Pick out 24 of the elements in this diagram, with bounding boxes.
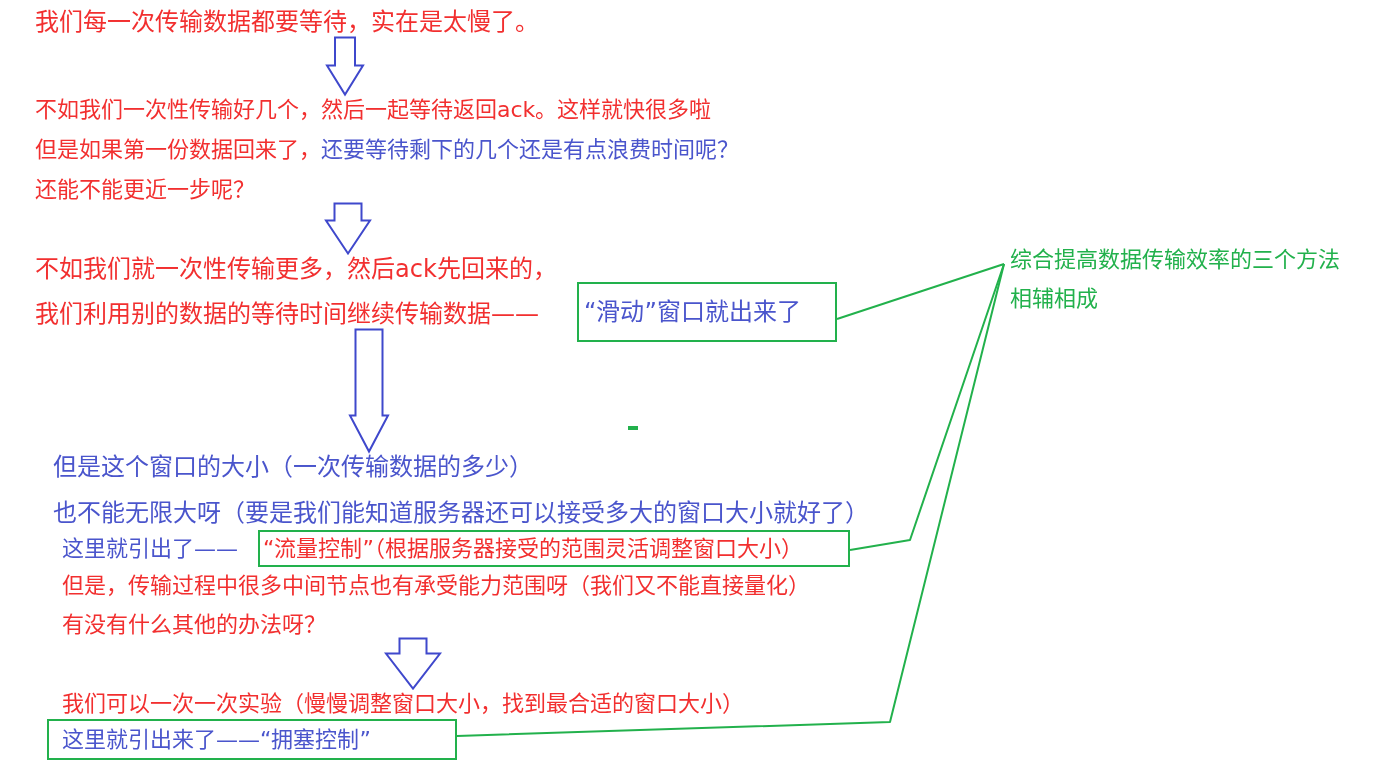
block-arrow bbox=[383, 637, 443, 691]
lead-in-text: 这里就引出了—— bbox=[62, 534, 238, 563]
highlight-box: “流量控制”（根据服务器接受的范围灵活调整窗口大小） bbox=[258, 530, 850, 567]
connector-line bbox=[849, 263, 1005, 551]
block-arrow bbox=[324, 202, 372, 256]
statement-text: 但是如果第一份数据回来了， bbox=[35, 136, 321, 162]
question-text: 还要等待剩下的几个还是有点浪费时间呢？ bbox=[321, 136, 739, 162]
statement-text: 也不能无限大呀（要是我们能知道服务器还可以接受多大的窗口大小就好了） bbox=[53, 498, 869, 527]
statement-text: 我们利用别的数据的等待时间继续传输数据—— bbox=[35, 299, 539, 328]
connector-line bbox=[836, 263, 1005, 320]
statement-text: 但是这个窗口的大小（一次传输数据的多少） bbox=[53, 452, 533, 481]
highlight-box: “滑动”窗口就出来了 bbox=[577, 282, 837, 342]
connector-line bbox=[456, 263, 1005, 737]
question-text: 还能不能更近一步呢？ bbox=[35, 176, 255, 202]
note-text: 综合提高数据传输效率的三个方法相辅相成 bbox=[1010, 246, 1340, 311]
block-arrow bbox=[325, 36, 365, 97]
highlight-box: 这里就引出来了——“拥塞控制” bbox=[47, 719, 457, 760]
statement-text: 我们每一次传输数据都要等待，实在是太慢了。 bbox=[35, 7, 539, 36]
block-arrow bbox=[348, 328, 390, 454]
statement-text: 不如我们就一次性传输更多，然后ack先回来的， bbox=[35, 254, 557, 283]
statement-text: 不如我们一次性传输好几个，然后一起等待返回ack。这样就快很多啦 bbox=[35, 96, 712, 122]
statement-text: 我们可以一次一次实验（慢慢调整窗口大小，找到最合适的窗口大小） bbox=[62, 690, 744, 716]
question-text: 有没有什么其他的办法呀？ bbox=[62, 611, 326, 637]
statement-text: 但是，传输过程中很多中间节点也有承受能力范围呀（我们又不能直接量化） bbox=[62, 572, 810, 598]
